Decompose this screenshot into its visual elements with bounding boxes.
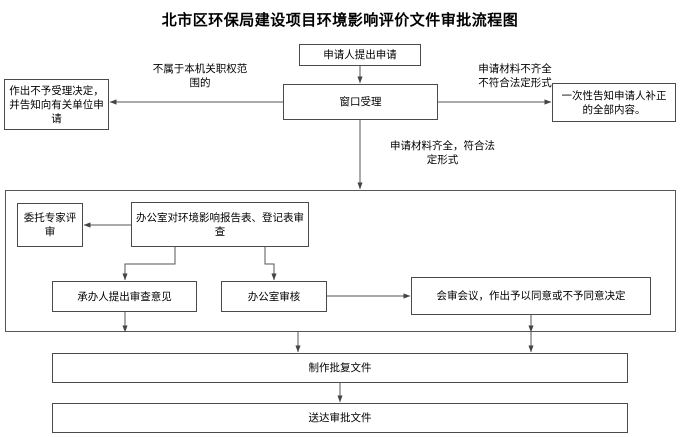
node-office-eia-form-review[interactable]: 办公室对环境影响报告表、登记表审查: [131, 202, 309, 247]
edge-label-complete-materials: 申请材料齐全，符合法 定形式: [390, 140, 495, 166]
node-expert-review[interactable]: 委托专家评审: [17, 203, 83, 247]
node-window-acceptance[interactable]: 窗口受理: [283, 84, 438, 120]
node-one-time-notification[interactable]: 一次性告知申请人补正的全部内容。: [552, 83, 676, 122]
node-label: 制作批复文件: [308, 362, 372, 374]
review-stage-group: [5, 190, 676, 332]
node-produce-approval-document[interactable]: 制作批复文件: [52, 353, 628, 383]
node-label: 一次性告知申请人补正的全部内容。: [561, 89, 667, 116]
node-label: 会审会议，作出予以同意或不予同意决定: [436, 290, 626, 302]
node-label: 承办人提出审查意见: [77, 290, 172, 303]
node-label: 作出不予受理决定，并告知向有关单位申请: [9, 84, 104, 125]
node-label: 窗口受理: [339, 96, 382, 108]
node-applicant-submits[interactable]: 申请人提出申请: [299, 44, 421, 66]
edge-label-not-jurisdiction: 不属于本机关职权范 围的: [152, 63, 248, 89]
node-joint-review-meeting[interactable]: 会审会议，作出予以同意或不予同意决定: [411, 277, 651, 315]
node-label: 委托专家评审: [23, 212, 77, 238]
node-reject-decision[interactable]: 作出不予受理决定，并告知向有关单位申请: [4, 79, 109, 130]
page-title: 北市区环保局建设项目环境影响评价文件审批流程图: [161, 11, 519, 29]
edge-label-incomplete-materials: 申请材料不齐全 不符合法定形式: [478, 63, 552, 89]
node-label: 办公室对环境影响报告表、登记表审查: [136, 211, 304, 238]
node-office-verification[interactable]: 办公室审核: [221, 281, 327, 312]
node-handler-review-opinion[interactable]: 承办人提出审查意见: [52, 281, 197, 312]
node-label: 送达审批文件: [308, 412, 372, 424]
node-deliver-approval-document[interactable]: 送达审批文件: [52, 403, 628, 433]
node-label: 申请人提出申请: [323, 49, 397, 61]
node-label: 办公室审核: [247, 290, 301, 303]
